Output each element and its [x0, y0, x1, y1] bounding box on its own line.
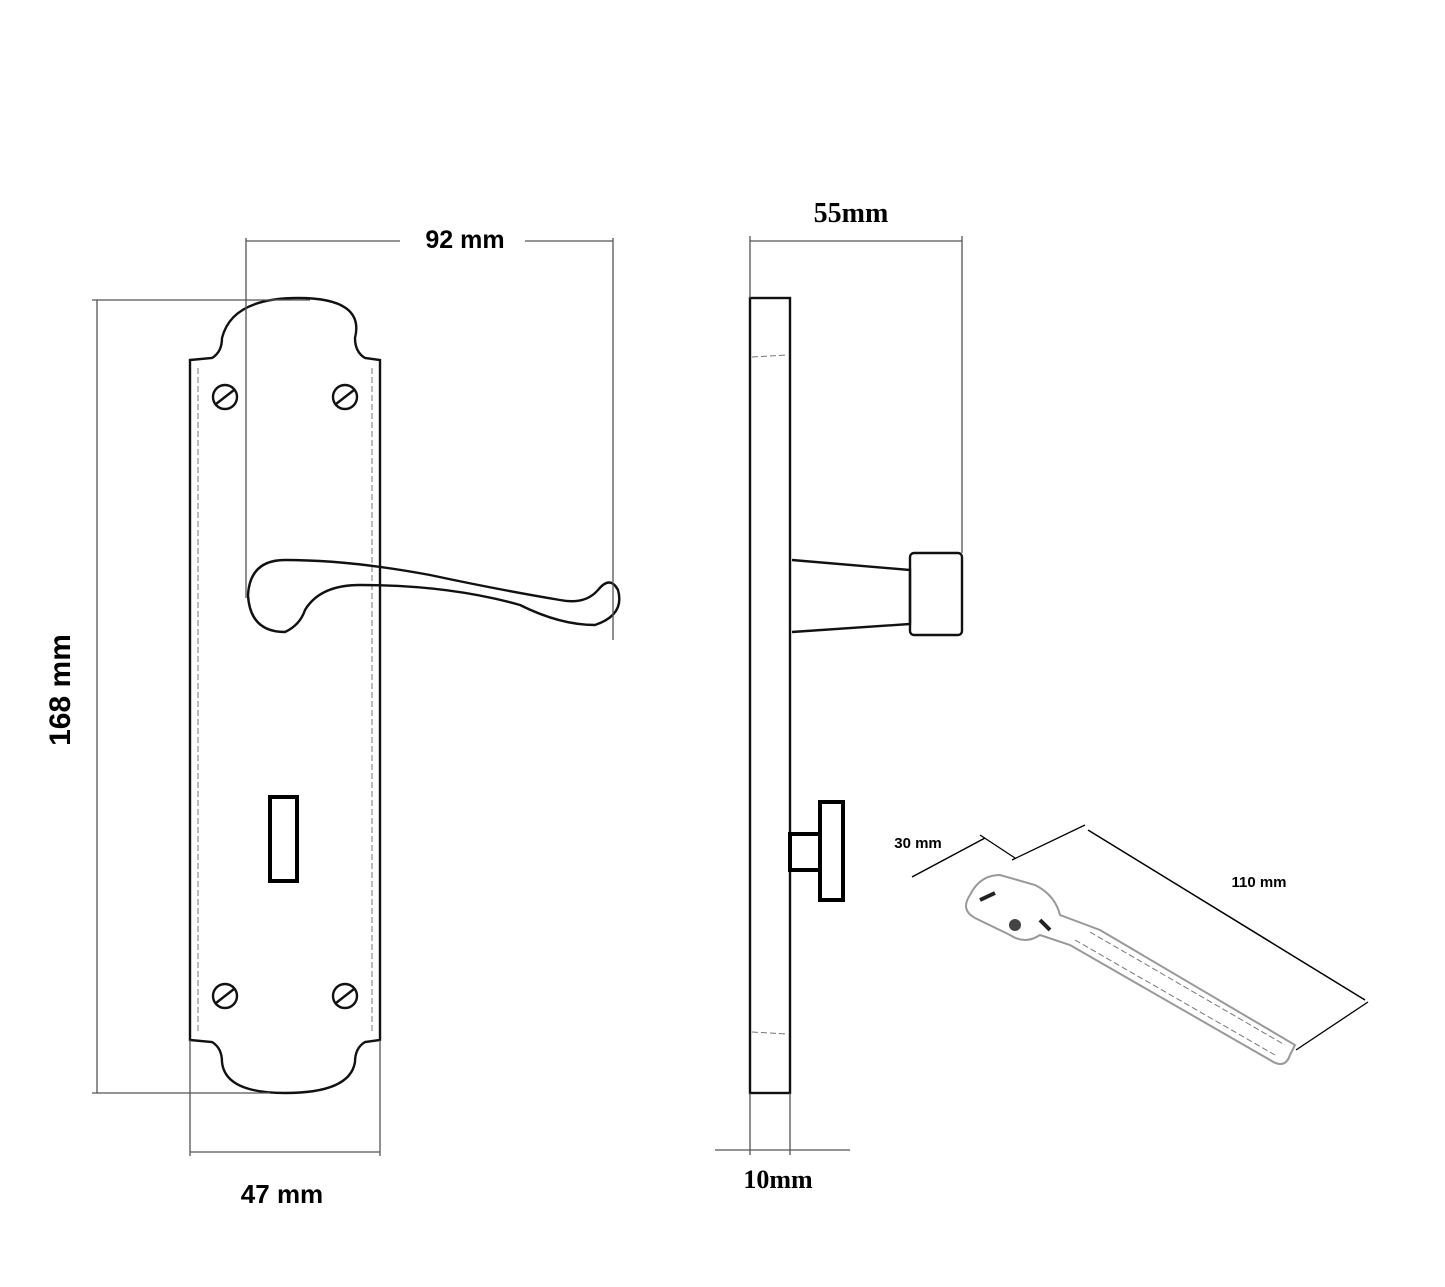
- backplate-side: [748, 296, 792, 1095]
- lever-neck-side: [791, 558, 912, 634]
- label-47mm: 47 mm: [241, 1179, 323, 1209]
- lever-end-side: [908, 551, 964, 637]
- side-view: [748, 296, 964, 1095]
- front-view: [188, 296, 621, 1095]
- label-30mm: 30 mm: [894, 835, 942, 852]
- dimension-168mm: 168 mm: [44, 299, 310, 1094]
- dimension-92mm: 92 mm: [245, 226, 614, 640]
- dimension-110mm: 110 mm: [1011, 824, 1369, 1051]
- label-92mm: 92 mm: [425, 226, 504, 254]
- dimension-30mm: 30 mm: [894, 834, 1016, 878]
- dimension-47mm: 47 mm: [189, 1040, 381, 1209]
- dimension-10mm: 10mm: [715, 1093, 850, 1194]
- backplate-front: [188, 296, 382, 1095]
- key-outline: [965, 873, 1297, 1065]
- label-110mm: 110 mm: [1231, 874, 1286, 891]
- keyhole: [268, 795, 299, 883]
- label-55mm: 55mm: [814, 198, 889, 229]
- key-bow-side: [818, 800, 845, 902]
- key-drawing: [965, 873, 1297, 1065]
- label-10mm: 10mm: [743, 1165, 813, 1194]
- lever-handle-front: [246, 558, 621, 634]
- key-shank-side: [788, 832, 822, 872]
- dimension-55mm: 55mm: [749, 198, 963, 553]
- label-168mm: 168 mm: [44, 634, 77, 746]
- screw-holes: [211, 383, 359, 1010]
